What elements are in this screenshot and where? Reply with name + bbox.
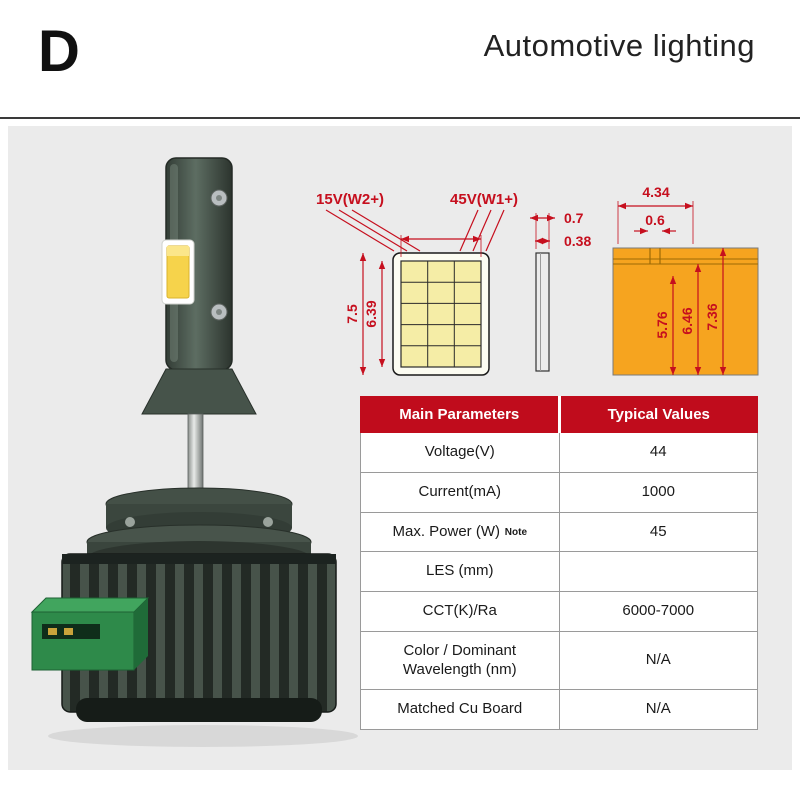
param-cell: Matched Cu Board [360,689,560,730]
value-cell [558,551,758,592]
spec-row: Color / Dominant Wavelength (nm)N/A [360,630,758,691]
value-cell: N/A [558,689,758,730]
param-cell: Current(mA) [360,471,560,513]
value-cell: 1000 [558,471,758,513]
value-cell: N/A [558,630,758,691]
header-divider [0,117,800,119]
dim-board-h2: 6.46 [679,307,695,334]
board-view [612,247,759,376]
dim-board-gap: 0.6 [645,212,665,228]
param-cell: Voltage(V) [360,432,560,473]
dim-board-width: 4.34 [642,184,669,200]
param-cell: Color / Dominant Wavelength (nm) [360,630,560,691]
value-cell: 44 [558,432,758,473]
value-cell: 6000-7000 [558,591,758,632]
chip-side-view [535,252,550,372]
param-cell: Max. Power (W) Note [360,511,560,553]
category-letter: D [38,19,80,84]
bulb-neck [141,368,257,415]
dimension-diagram: 15V(W2+) 45V(W1+) 7.5 6.39 0.7 [316,184,759,376]
value-cell: 45 [558,511,758,553]
voltage-label-w1: 45V(W1+) [450,191,518,208]
connector-side [134,598,148,670]
table-header-parameters: Main Parameters [360,396,560,433]
note-label: Note [502,526,527,538]
chip-grid [400,260,482,368]
dim-height-outer: 7.5 [344,304,360,324]
spec-table: Main Parameters Typical Values Voltage(V… [360,396,758,730]
dim-side-outer: 0.7 [564,210,584,226]
spec-row: Current(mA)1000 [360,471,758,513]
dim-height-inner: 6.39 [363,300,379,327]
page-title: Automotive lighting [483,28,755,63]
spec-row: Voltage(V)44 [360,432,758,473]
spec-table-header-row: Main Parameters Typical Values [360,396,758,433]
dim-board-h3: 7.36 [704,303,720,330]
dim-board-h1: 5.76 [654,311,670,338]
connector-body [31,611,135,671]
product-shadow [48,725,358,747]
table-header-values: Typical Values [557,396,758,433]
spec-table-container: Main Parameters Typical Values Voltage(V… [360,396,758,730]
connector-top [30,597,150,613]
voltage-label-w2: 15V(W2+) [316,191,384,208]
dim-side-inner: 0.38 [564,233,591,249]
led-bulb-product-image [30,157,358,747]
param-cell: CCT(K)/Ra [360,591,560,632]
param-cell: LES (mm) [360,551,560,592]
bulb-bottom-cap [76,698,322,722]
spec-row: LES (mm) [360,551,758,592]
